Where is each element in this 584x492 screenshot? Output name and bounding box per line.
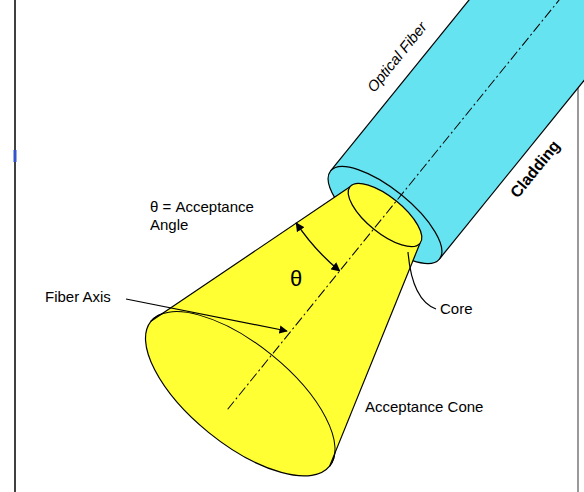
fiber-group xyxy=(119,0,584,492)
part-label: Core xyxy=(440,300,473,318)
angle-symbol: θ xyxy=(290,266,302,292)
cone-edge xyxy=(151,143,350,366)
part-label: Acceptance Cone xyxy=(365,398,483,416)
leader-line xyxy=(408,252,436,309)
fiber-body xyxy=(331,0,584,259)
part-label: Optical Fiber xyxy=(363,18,431,95)
leader-line xyxy=(126,299,287,331)
angle-arc xyxy=(290,223,346,271)
angle-label: θ = Acceptance Angle xyxy=(150,198,270,234)
part-label: Cladding xyxy=(506,136,564,201)
frame-line xyxy=(14,0,16,492)
core-face xyxy=(339,173,432,258)
fiber-axis xyxy=(228,0,584,409)
edge-mark xyxy=(14,150,17,162)
fiber-edge xyxy=(439,0,584,259)
part-label: Fiber Axis xyxy=(45,288,111,306)
cone-edge xyxy=(275,243,474,466)
